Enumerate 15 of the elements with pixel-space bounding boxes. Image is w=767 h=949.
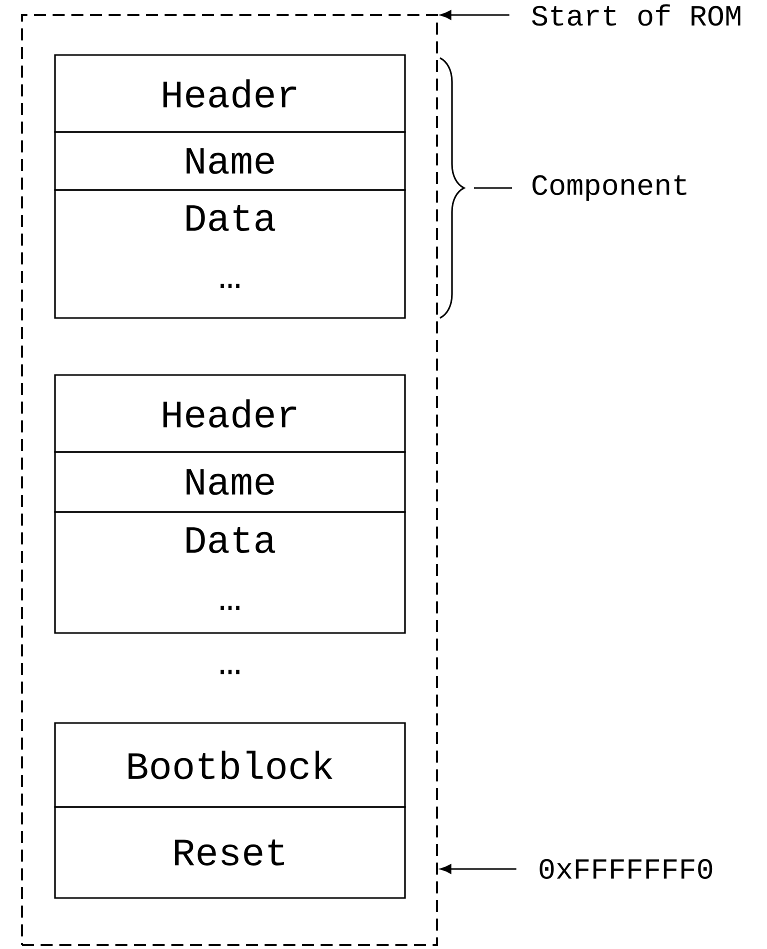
reset-cell: Reset bbox=[54, 806, 406, 899]
address-label: Start of ROM bbox=[532, 4, 740, 26]
name-cell: Name bbox=[54, 131, 406, 191]
ellipsis: … bbox=[220, 670, 240, 674]
header-cell: Header bbox=[54, 374, 406, 453]
data-cell: Data … bbox=[54, 511, 406, 634]
address-label: 0xFFFFFFF0 bbox=[540, 859, 712, 879]
arrow bbox=[440, 10, 510, 20]
brace-label: Component bbox=[532, 175, 686, 201]
arrow bbox=[440, 864, 516, 874]
bootblock-cell: Bootblock bbox=[54, 722, 406, 808]
data-cell: Data … bbox=[54, 189, 406, 319]
memory-region bbox=[21, 14, 438, 946]
header-cell: Header bbox=[54, 54, 406, 133]
name-cell: Name bbox=[54, 451, 406, 513]
